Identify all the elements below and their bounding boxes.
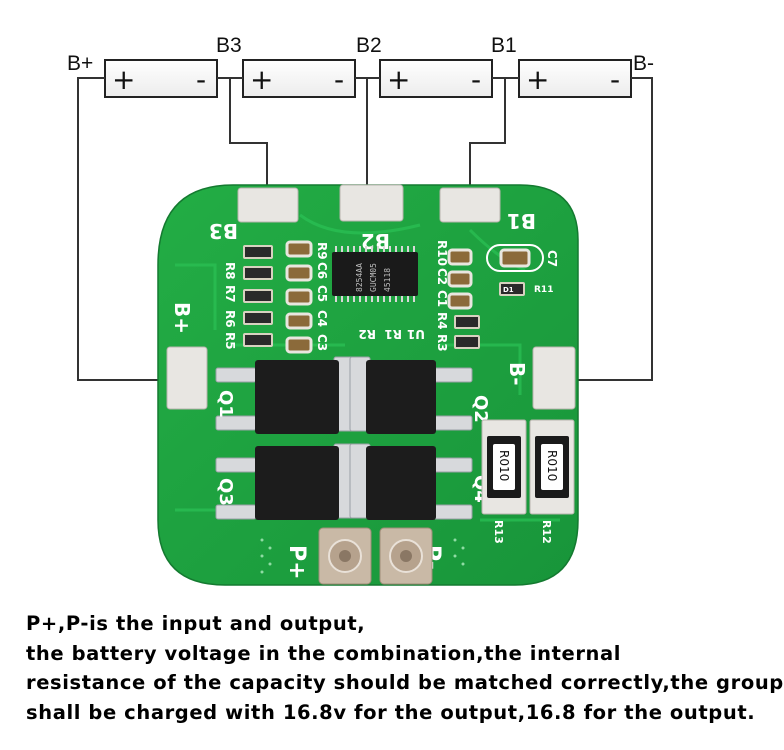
wires: [77, 77, 653, 381]
ic-text-2: GUCM05: [369, 263, 378, 292]
silk-c4: C4: [315, 310, 329, 327]
silk-r6: R6: [223, 310, 237, 328]
ic-text-1: 8254AA: [355, 263, 364, 292]
silk-c2: C2: [435, 268, 449, 285]
wire-bminus: [555, 77, 653, 381]
silk-r1: R1: [384, 327, 402, 341]
silk-q1: Q1: [215, 390, 236, 418]
caption: P+,P-is the input and output, the batter…: [0, 612, 783, 744]
cell-2-minus: -: [334, 63, 344, 96]
wire-b3: [229, 78, 268, 190]
mosfet-q3: [255, 446, 339, 520]
caption-line-1: P+,P-is the input and output,: [26, 612, 366, 635]
mosfet-q4: [366, 446, 436, 520]
battery-cells: [104, 59, 632, 98]
silk-pplus: P+: [284, 545, 309, 580]
caption-line-4: shall be charged with 16.8v for the outp…: [26, 701, 756, 724]
smd-left: R9 C6 R8 R7 C5 C4 R6 R5 C3: [223, 240, 329, 354]
pad-bplus: [166, 346, 208, 410]
silk-r4: R4: [435, 312, 449, 330]
silk-c6: C6: [315, 262, 329, 279]
pad-b1: [439, 187, 501, 223]
mosfets: Q1 Q2 Q3 Q4: [215, 356, 491, 520]
silk-c5: C5: [315, 285, 329, 302]
cell-3-minus: -: [471, 63, 481, 96]
silk-r12: R12: [540, 520, 553, 544]
wire-bplus: [77, 77, 178, 381]
cell-polarity-marks: + - + - + - + -: [112, 63, 620, 96]
silk-d1: D1: [503, 286, 514, 294]
silk-r7: R7: [223, 285, 237, 303]
silk-r8: R8: [223, 262, 237, 280]
silk-q2: Q2: [470, 395, 491, 423]
shunt-2-value: R010: [545, 450, 559, 481]
silk-c7: C7: [545, 250, 559, 267]
cell-3-plus: +: [387, 63, 410, 96]
silk-u1: U1: [407, 327, 425, 341]
silk-r9: R9: [315, 242, 329, 260]
silk-r11: R11: [534, 285, 553, 295]
pcb-dots: [260, 538, 465, 574]
node-label-b2: B2: [356, 34, 382, 57]
silk-b3: B3: [209, 219, 238, 243]
silk-r13: R13: [492, 520, 505, 544]
silk-r2: R2: [358, 327, 376, 341]
pad-b2: [339, 184, 404, 222]
wire-b1: [469, 78, 506, 190]
silk-b1: B1: [507, 209, 536, 233]
caption-line-2: the battery voltage in the combination,t…: [26, 642, 622, 665]
pcb-side-pads: [166, 346, 576, 410]
silk-r5: R5: [223, 332, 237, 350]
wiring-diagram: + - + - + - + - B+ B3 B2 B1 B-: [67, 34, 654, 586]
node-labels: B+ B3 B2 B1 B-: [67, 34, 654, 75]
cell-1-minus: -: [196, 63, 206, 96]
caption-line-3: resistance of the capacity should be mat…: [26, 671, 784, 694]
pad-bminus: [532, 346, 576, 410]
ic-chip: 8254AA GUCM05 45118: [332, 246, 418, 302]
cell-4-plus: +: [526, 63, 549, 96]
node-label-bplus: B+: [67, 52, 93, 75]
pcb-top-pads: [237, 184, 501, 223]
silk-bplus: B+: [170, 302, 194, 334]
battery-cell-3: [379, 59, 493, 98]
silk-r10: R10: [435, 240, 449, 266]
battery-cell-2: [242, 59, 356, 98]
cell-2-plus: +: [250, 63, 273, 96]
smd-right: R10 C2 C1 R4 R3: [435, 240, 525, 352]
silk-c1: C1: [435, 290, 449, 307]
misc-components: R2 R1 U1 C7 R11 D1: [358, 244, 559, 341]
pad-b3: [237, 187, 299, 223]
mosfet-q1: [255, 360, 339, 434]
silk-bminus: B-: [505, 362, 529, 386]
node-label-bminus: B-: [633, 52, 654, 75]
silk-c3: C3: [315, 334, 329, 351]
shunt-1-value: R010: [497, 450, 511, 481]
node-label-b1: B1: [491, 34, 517, 57]
node-label-b3: B3: [216, 34, 242, 57]
mosfet-q2: [366, 360, 436, 434]
silk-q3: Q3: [215, 478, 236, 506]
pcb-board: B3 B2 B1 B+ B- P+ P- 8254AA GUCM05 45118: [157, 184, 579, 586]
output-terminals: [318, 527, 433, 585]
cell-1-plus: +: [112, 63, 135, 96]
shunt-resistors: R010 R010 R13 R12: [481, 419, 575, 544]
silk-r3: R3: [435, 334, 449, 352]
ic-text-3: 45118: [383, 268, 392, 292]
cell-4-minus: -: [610, 63, 620, 96]
